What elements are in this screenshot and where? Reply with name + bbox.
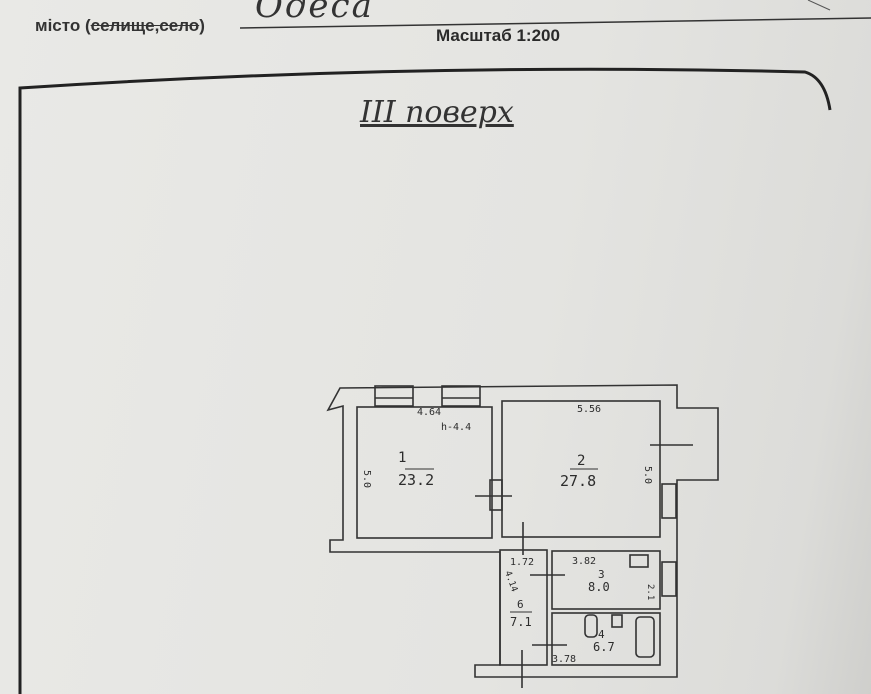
room-3-number: 3 (598, 568, 605, 581)
room-1-number: 1 (398, 450, 406, 466)
page-frame (18, 67, 832, 694)
room-2-area: 27.8 (560, 472, 596, 490)
room-6-depth: 4.14 (502, 570, 519, 594)
room-6-width: 1.72 (510, 557, 534, 568)
room-1-width: 4.64 (417, 407, 441, 418)
room-2-width: 5.56 (577, 404, 601, 415)
city-label-prefix: місто ( (35, 16, 91, 35)
city-underline (239, 17, 871, 29)
room-3-width: 3.82 (572, 556, 596, 567)
room-4-number: 4 (598, 628, 605, 641)
city-label-suffix: ) (199, 16, 205, 35)
room-2-depth: 5.0 (642, 466, 653, 484)
room-3-depth: 2.1 (645, 584, 655, 600)
room-4-width: 3.78 (552, 654, 576, 665)
room-2-number: 2 (577, 453, 585, 469)
city-label-struck: селище,село (90, 16, 200, 35)
room-4-area: 6.7 (593, 640, 615, 654)
room-6-number: 6 (517, 598, 524, 611)
room-1-depth: 5.0 (361, 470, 372, 488)
floor-title: III поверх (360, 95, 514, 130)
walls (326, 384, 719, 688)
scale-label: Масштаб 1:200 (436, 26, 560, 45)
city-label: місто (селище,село) (35, 16, 205, 36)
city-value: Одеса (255, 0, 374, 26)
room-1-area: 23.2 (398, 471, 434, 489)
frame-corner (807, 0, 831, 11)
room-1-height: h-4.4 (441, 422, 471, 433)
room-3-area: 8.0 (588, 580, 610, 594)
room-6-area: 7.1 (510, 615, 532, 629)
